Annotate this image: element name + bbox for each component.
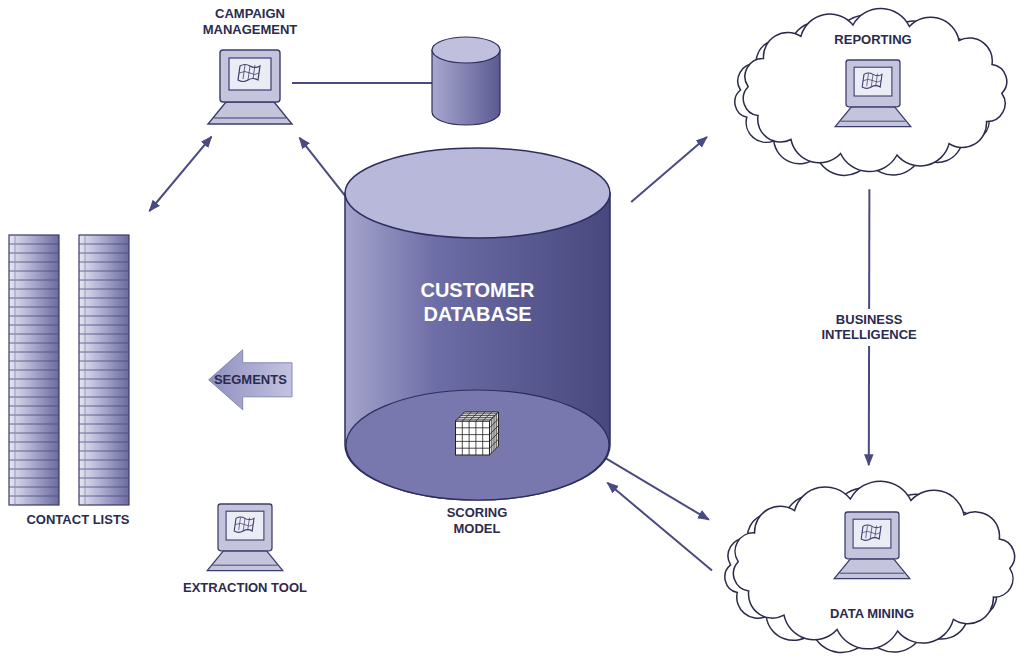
computer-node: EXTRACTION TOOL	[154, 502, 336, 607]
arrow-connector	[605, 458, 709, 520]
cylinder-body	[345, 193, 610, 500]
connection-wire	[292, 82, 432, 84]
arrow-connector	[149, 137, 211, 211]
edge-label: BUSINESS INTELLIGENCE	[812, 309, 926, 346]
node-label: SCORING MODEL	[435, 505, 520, 536]
cylinder-floor	[346, 390, 609, 500]
cloud-outline	[733, 481, 1014, 649]
node-label: DATA MINING	[712, 606, 1030, 622]
node-label: REPORTING	[722, 32, 1024, 48]
database-cylinder: CUSTOMER DATABASESCORING MODEL	[345, 148, 610, 508]
computer-icon	[207, 504, 283, 571]
node-label: CUSTOMER DATABASE	[403, 278, 553, 326]
computer-icon	[835, 60, 911, 127]
computer-node: CAMPAIGN MANAGEMENT	[195, 6, 305, 134]
cloud-node: DATA MINING	[712, 476, 1030, 658]
node-shape	[722, 2, 1024, 182]
node-label: CONTACT LISTS	[2, 512, 154, 528]
node-label: CAMPAIGN MANAGEMENT	[200, 6, 300, 37]
node-label: EXTRACTION TOOL	[154, 580, 336, 596]
computer-icon	[834, 512, 910, 579]
arrow-connector	[631, 137, 707, 202]
node-shape	[712, 476, 1030, 658]
contact-lists-node: CONTACT LISTS	[2, 232, 154, 532]
block-arrow	[209, 350, 292, 410]
arrow-connector	[607, 483, 712, 571]
list-column	[9, 235, 59, 505]
cloud-node: REPORTING	[722, 2, 1024, 182]
cylinder-top	[345, 148, 610, 238]
list-column	[79, 235, 129, 505]
storage-cylinder	[432, 37, 500, 125]
node-shape	[2, 232, 154, 532]
cube-icon	[456, 412, 499, 455]
edge-label: SEGMENTS	[214, 372, 287, 388]
computer-icon	[208, 50, 292, 124]
scoring-model-node: SCORING MODEL	[427, 410, 527, 545]
